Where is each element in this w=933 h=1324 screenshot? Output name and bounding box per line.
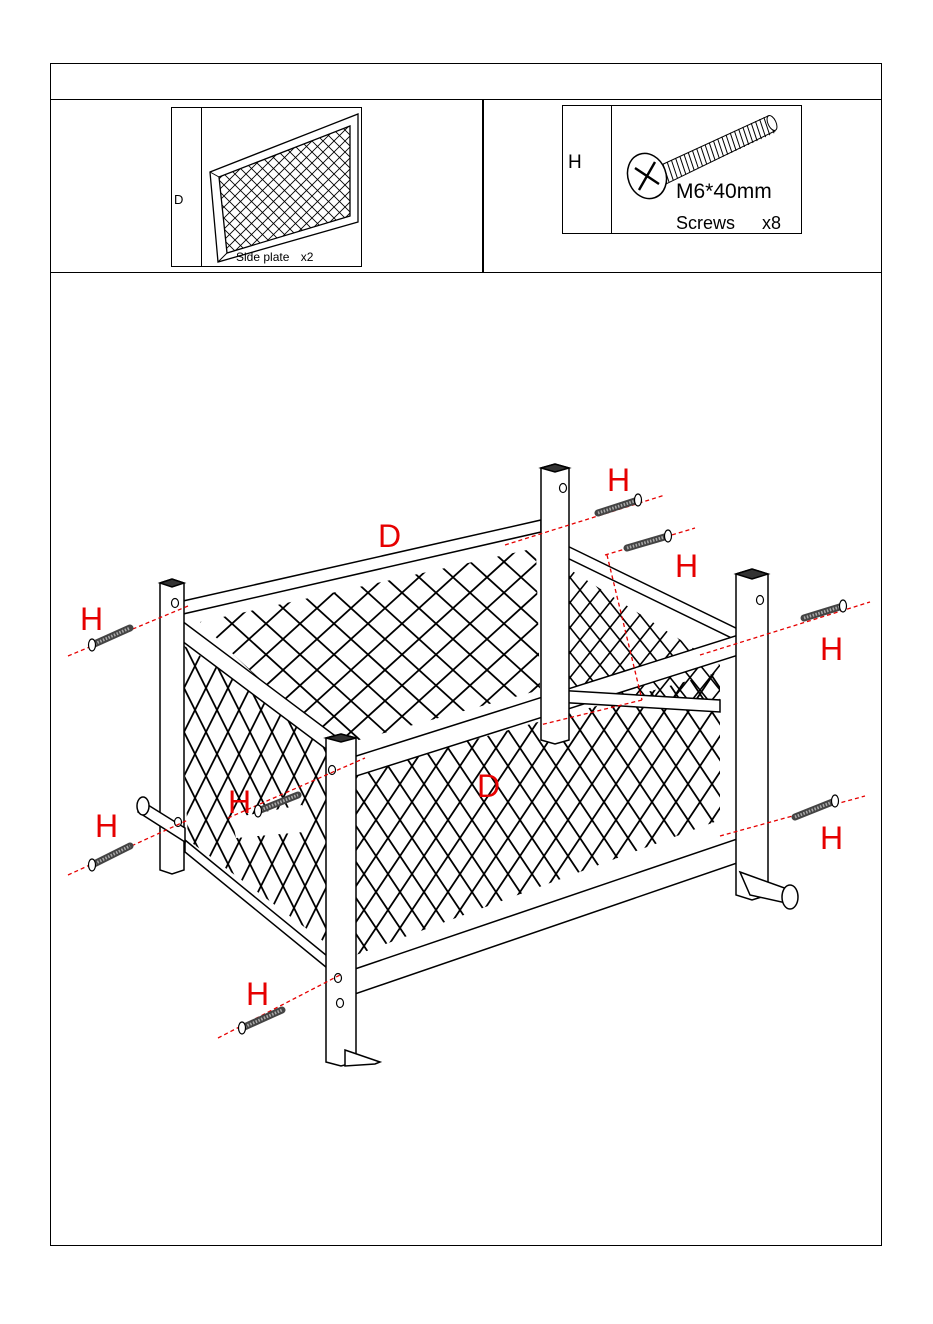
diagram-screw-thread	[92, 846, 130, 865]
back-right-mesh	[0, 540, 933, 740]
diagram-screw-head	[635, 494, 642, 506]
diagram-screw-head	[89, 859, 96, 871]
diagram-screw-head	[239, 1022, 246, 1034]
diagram-screw-head	[832, 795, 839, 807]
diagram-screw-head	[89, 639, 96, 651]
diagram-screw-thread	[795, 801, 835, 817]
diagram-screw-thread	[242, 1010, 282, 1028]
callout-back-left-top: H	[607, 462, 630, 498]
callout-front-panel: D	[477, 768, 500, 804]
diagram-screw-head	[255, 805, 262, 817]
diagram-screw-thread	[627, 536, 668, 548]
diagram-screw-head	[665, 530, 672, 542]
callout-front-bottom: H	[246, 976, 269, 1012]
callout-left-lower: H	[95, 808, 118, 844]
callout-left-top: H	[80, 601, 103, 637]
callout-center-inner: H	[228, 784, 251, 820]
callout-back-right-inner: H	[675, 548, 698, 584]
callout-right-top: H	[820, 631, 843, 667]
callout-top-rail: D	[378, 518, 401, 554]
diagram-screw-head	[840, 600, 847, 612]
callout-right-lower: H	[820, 820, 843, 856]
